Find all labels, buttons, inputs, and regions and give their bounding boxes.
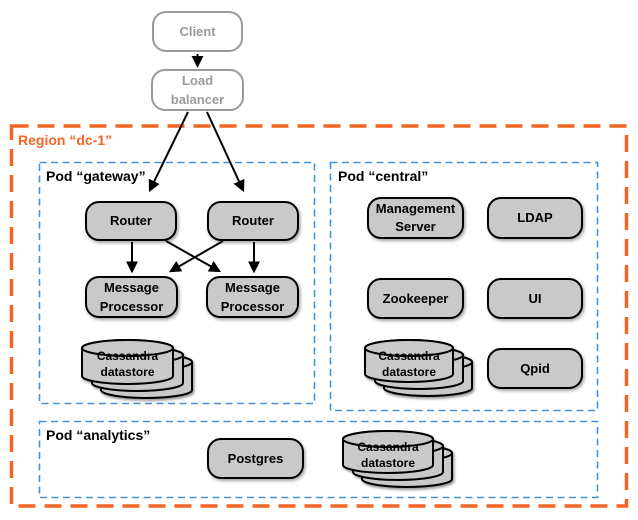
cassandra-datastore-analytics-label: Cassandra datastore	[357, 440, 419, 470]
cassandra-datastore-icon-central	[364, 339, 473, 397]
region-dc1-label: Region “dc-1”	[18, 132, 113, 148]
cassandra-datastore-central-label: Cassandra datastore	[378, 349, 440, 379]
router-1-node: Router	[85, 201, 177, 241]
pod-central-border	[329, 161, 599, 412]
load-balancer-node: Load balancer	[151, 69, 244, 111]
qpid-node: Qpid	[487, 348, 583, 389]
edges-group	[126, 54, 260, 274]
ui-node: UI	[487, 278, 583, 319]
pod-gateway-border	[38, 161, 316, 405]
pod-gateway-label: Pod “gateway”	[46, 168, 146, 184]
pod-analytics-border	[38, 420, 599, 499]
ldap-node: LDAP	[487, 197, 583, 239]
cassandra-datastore-gateway-label: Cassandra datastore	[96, 349, 159, 379]
edge-loadbalancer-router2	[206, 111, 245, 193]
postgres-node: Postgres	[207, 438, 304, 479]
cassandra-datastore-icon-gateway	[81, 339, 193, 399]
pod-central-label: Pod “central”	[338, 168, 429, 184]
router-2-node: Router	[207, 201, 299, 241]
zookeeper-node: Zookeeper	[367, 278, 464, 319]
message-processor-1-node: Message Processor	[85, 276, 178, 318]
edge-router1-mp2	[165, 240, 222, 273]
message-processor-2-node: Message Processor	[206, 276, 299, 318]
client-node: Client	[152, 11, 243, 52]
management-server-node: Management Server	[367, 197, 464, 239]
region-dc1-border	[9, 124, 629, 508]
edge-loadbalancer-router1	[148, 111, 189, 193]
pod-analytics-label: Pod “analytics”	[46, 427, 151, 443]
edge-router2-mp1	[168, 240, 224, 273]
cassandra-datastore-icon-analytics	[342, 430, 453, 488]
